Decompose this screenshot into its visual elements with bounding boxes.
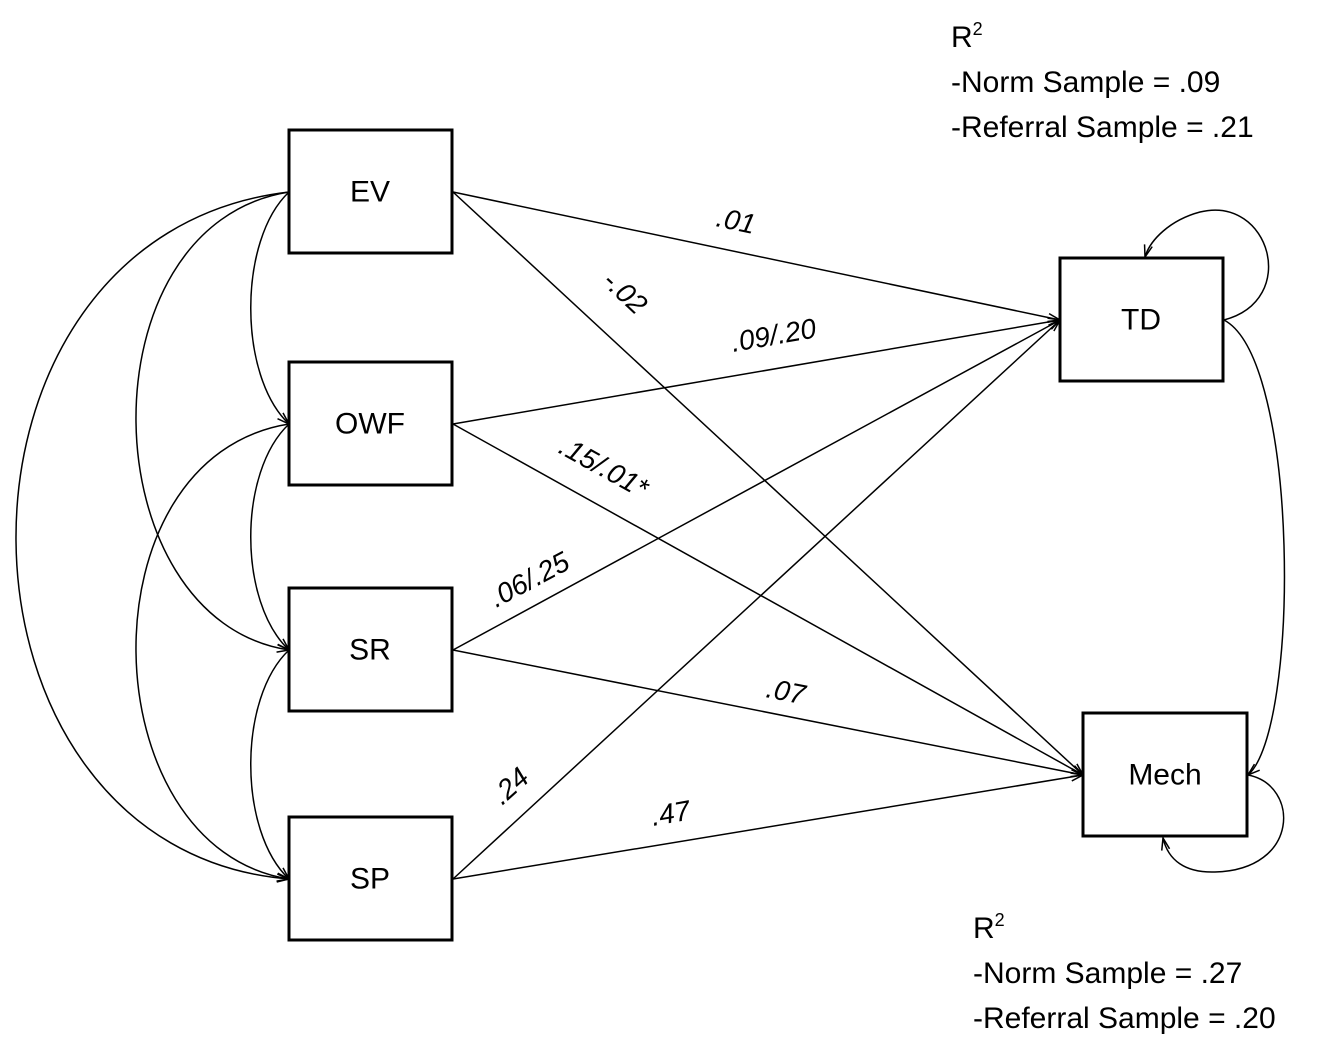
cov-ev-sr xyxy=(135,192,289,650)
r2-td-superscript: 2 xyxy=(972,19,983,39)
residual-td xyxy=(1145,209,1270,321)
node-owf: OWF xyxy=(287,360,454,487)
node-sr: SR xyxy=(287,586,454,713)
coef-sp-mech: .47 xyxy=(649,794,694,832)
coef-owf-td: .09/.20 xyxy=(729,312,819,357)
r2-mech-title: R2 xyxy=(973,906,1276,951)
cov-td-mech xyxy=(1224,320,1286,775)
path-owf-td xyxy=(452,320,1060,425)
path-owf-mech xyxy=(452,423,1083,775)
node-ev: EV xyxy=(287,128,454,255)
r2-td-symbol: R xyxy=(951,21,973,54)
node-mech: Mech xyxy=(1081,711,1249,838)
cov-owf-sr xyxy=(250,424,289,650)
node-mech-label: Mech xyxy=(1128,759,1201,792)
r2-mech-referral: -Referral Sample = .20 xyxy=(973,1002,1276,1035)
node-sp-label: SP xyxy=(350,863,390,896)
r2-td-block: R2 -Norm Sample = .09 -Referral Sample =… xyxy=(951,15,1254,150)
coef-sr-td: .06/.25 xyxy=(484,546,575,614)
r2-mech-symbol: R xyxy=(973,912,995,945)
cov-ev-sp xyxy=(15,192,289,879)
path-ev-td xyxy=(452,191,1060,320)
coef-sp-td: .24 xyxy=(485,761,535,810)
path-ev-mech xyxy=(452,191,1083,775)
cov-sr-sp xyxy=(250,650,289,879)
r2-mech-superscript: 2 xyxy=(994,910,1005,930)
node-owf-label: OWF xyxy=(335,408,405,441)
coef-ev-td: .01 xyxy=(714,202,759,240)
node-ev-label: EV xyxy=(350,176,390,209)
coef-owf-mech: .15/.01* xyxy=(554,430,654,504)
r2-td-referral: -Referral Sample = .21 xyxy=(951,111,1254,144)
node-sp: SP xyxy=(287,815,454,942)
node-sr-label: SR xyxy=(349,634,391,667)
r2-td-title: R2 xyxy=(951,15,1254,60)
r2-mech-block: R2 -Norm Sample = .27 -Referral Sample =… xyxy=(973,906,1276,1041)
node-td: TD xyxy=(1058,256,1225,383)
path-sr-td xyxy=(452,320,1060,651)
path-sr-mech xyxy=(452,649,1083,775)
path-sp-mech xyxy=(452,775,1083,880)
cov-owf-sp xyxy=(135,424,289,879)
coef-sr-mech: .07 xyxy=(764,672,810,710)
node-td-label: TD xyxy=(1121,304,1161,337)
residual-mech xyxy=(1163,774,1285,873)
cov-ev-owf xyxy=(250,192,289,424)
r2-mech-norm: -Norm Sample = .27 xyxy=(973,957,1243,990)
r2-td-norm: -Norm Sample = .09 xyxy=(951,66,1221,99)
path-sp-td xyxy=(452,320,1060,880)
coef-ev-mech: -.02 xyxy=(597,265,654,321)
